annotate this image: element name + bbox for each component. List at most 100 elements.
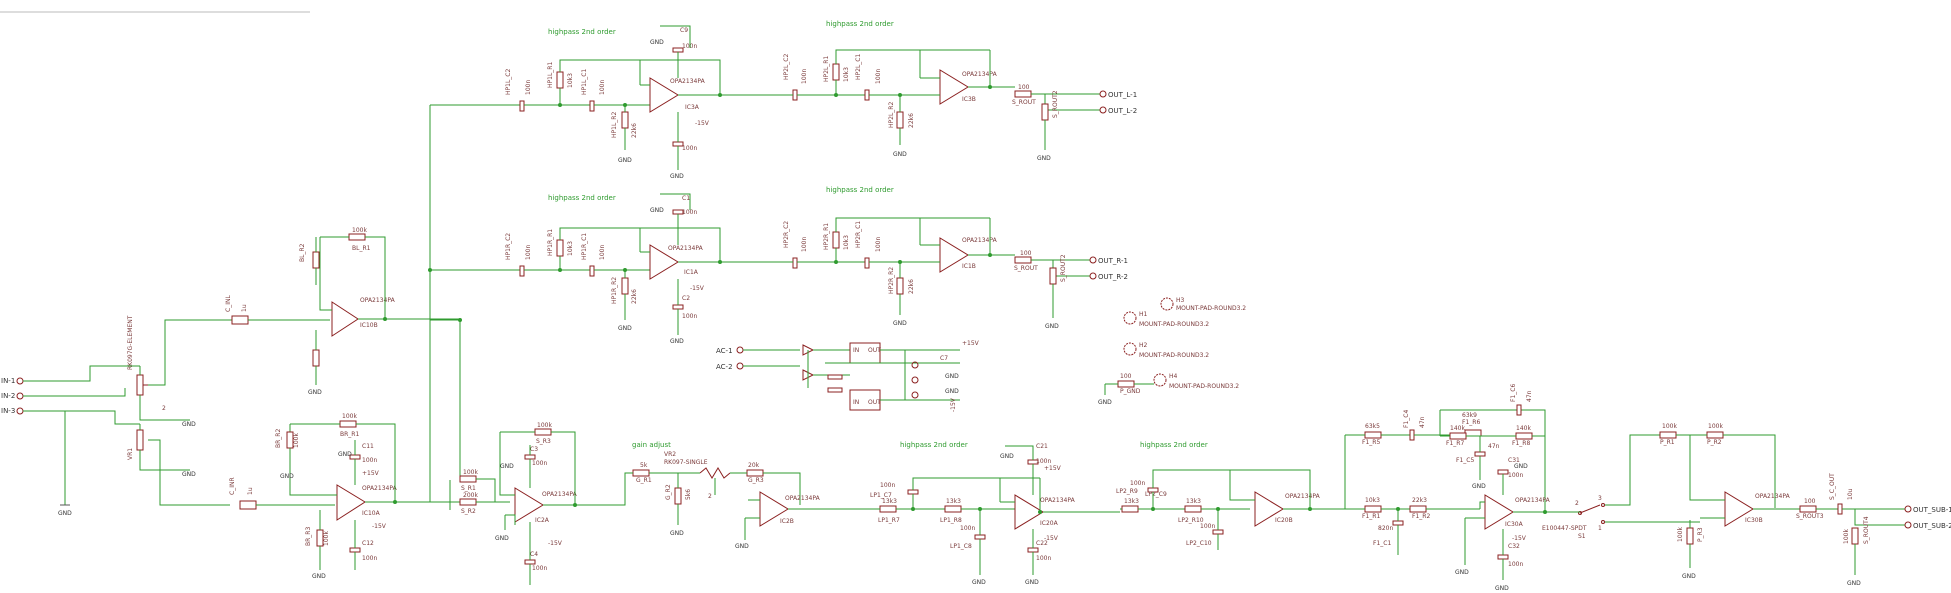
- cap-c12-icon: [349, 547, 361, 553]
- input-pin-1-icon[interactable]: [16, 377, 24, 385]
- svg-text:GND: GND: [972, 579, 986, 586]
- lowpass-stage-2: 13k3 LP2_R9 13k3 LP2_R10 100n LP2_C9 100…: [1116, 469, 1345, 550]
- input-pin-2-icon[interactable]: [16, 392, 24, 400]
- sum-stage: 100k S_R1 200k S_R2 OPA2134PA IC2A 100k …: [459, 422, 620, 585]
- svg-text:P_GND: P_GND: [1120, 388, 1141, 395]
- svg-text:100n: 100n: [1200, 523, 1215, 530]
- svg-text:GND: GND: [893, 151, 907, 158]
- svg-text:S_ROUT: S_ROUT: [1014, 265, 1038, 272]
- resistor-p-gnd-icon: [1117, 380, 1135, 388]
- svg-text:OPA2134PA: OPA2134PA: [962, 237, 998, 244]
- svg-text:22k3: 22k3: [1412, 497, 1427, 504]
- resistor-s-r3-icon: [534, 428, 552, 436]
- highpass-left-stage-2: HP2L_C2 100n HP2L_C1 100n HP2L_R1 10k3 H…: [775, 49, 1137, 162]
- svg-text:S_R3: S_R3: [536, 438, 551, 445]
- resistor-hp2r-r2-icon: [896, 277, 904, 295]
- cap-hp1r-c2-icon: [519, 265, 525, 277]
- svg-text:HP1R_R2: HP1R_R2: [611, 277, 618, 304]
- svg-text:LP2_C9: LP2_C9: [1145, 491, 1167, 498]
- svg-text:BR_R2: BR_R2: [275, 429, 282, 448]
- svg-text:C32: C32: [1508, 543, 1520, 550]
- cap-f1-c4-icon: [1409, 429, 1415, 441]
- svg-text:100k: 100k: [323, 531, 330, 546]
- resistor-bl-r3-icon: [312, 349, 320, 367]
- mount-pad-icon: [1123, 342, 1137, 356]
- output-sub1-pin-icon[interactable]: [1904, 505, 1912, 513]
- svg-text:G_R3: G_R3: [748, 477, 764, 484]
- svg-text:100n: 100n: [875, 69, 882, 84]
- output-l1-pin-icon[interactable]: [1099, 90, 1107, 98]
- svg-text:OPA2134PA: OPA2134PA: [362, 485, 398, 492]
- svg-text:OPA2134PA: OPA2134PA: [670, 78, 706, 85]
- svg-text:GND: GND: [338, 451, 352, 458]
- cap-c3-icon: [524, 454, 536, 460]
- opamp-ic2a-icon: [514, 487, 544, 523]
- svg-text:GND: GND: [1847, 580, 1861, 587]
- switch-icon[interactable]: [1579, 504, 1601, 514]
- svg-text:C7: C7: [940, 355, 948, 362]
- svg-text:5k: 5k: [640, 462, 648, 469]
- svg-text:IC1A: IC1A: [684, 269, 699, 276]
- svg-text:HP1L_C1: HP1L_C1: [581, 69, 588, 95]
- cap-lp1-c7-icon: [907, 489, 919, 495]
- svg-text:H3: H3: [1176, 297, 1185, 304]
- svg-text:100n: 100n: [875, 237, 882, 252]
- svg-text:S_ROUT2: S_ROUT2: [1052, 90, 1059, 118]
- output-sub2-pin-icon[interactable]: [1904, 521, 1912, 529]
- svg-text:RK097-SINGLE: RK097-SINGLE: [664, 459, 708, 466]
- svg-text:OPA2134PA: OPA2134PA: [1285, 493, 1321, 500]
- cap-c32-icon: [1497, 554, 1509, 560]
- svg-text:OPA2134PA: OPA2134PA: [542, 491, 578, 498]
- svg-text:H1: H1: [1139, 311, 1148, 318]
- opamp-ic2b-icon: [759, 491, 789, 527]
- svg-text:5k6: 5k6: [685, 489, 692, 500]
- svg-text:13k3: 13k3: [882, 498, 897, 505]
- svg-text:F1_R1: F1_R1: [1362, 513, 1380, 520]
- svg-text:LP1_C7: LP1_C7: [870, 492, 892, 499]
- cap-hp1l-c1-icon: [589, 100, 595, 112]
- svg-text:HP2R_R1: HP2R_R1: [823, 223, 830, 250]
- svg-text:OUT: OUT: [868, 399, 881, 406]
- ac-pin-2-icon[interactable]: [736, 362, 744, 370]
- svg-text:10k3: 10k3: [567, 73, 574, 88]
- pot-a-icon: [136, 374, 144, 396]
- svg-text:GND: GND: [1037, 155, 1051, 162]
- svg-text:100n: 100n: [525, 245, 532, 260]
- mount-pad-icon: [1123, 311, 1137, 325]
- ac-pin-1-icon[interactable]: [736, 346, 744, 354]
- svg-text:P_R3: P_R3: [1697, 527, 1704, 542]
- svg-text:100n: 100n: [682, 209, 697, 216]
- opamp-ic30b-icon: [1724, 491, 1754, 527]
- cap-hp1l-c2-icon: [519, 100, 525, 112]
- svg-text:S_R2: S_R2: [461, 508, 476, 515]
- resistor-s-rout-l-icon: [1014, 90, 1032, 98]
- svg-text:100k: 100k: [352, 227, 367, 234]
- svg-text:100n: 100n: [801, 69, 808, 84]
- svg-text:GND: GND: [1682, 573, 1696, 580]
- output-l2-label: OUT_L-2: [1108, 107, 1137, 115]
- svg-text:GND: GND: [618, 157, 632, 164]
- svg-text:-15V: -15V: [548, 540, 563, 547]
- opamp-ic30a-icon: [1484, 494, 1514, 530]
- svg-text:100k: 100k: [1843, 529, 1850, 544]
- output-r2-pin-icon[interactable]: [1089, 272, 1097, 280]
- output-r1-pin-icon[interactable]: [1089, 256, 1097, 264]
- input-connector: IN-1 IN-2 IN-3 GND: [1, 365, 140, 517]
- svg-text:IC20A: IC20A: [1040, 520, 1059, 527]
- output-l2-pin-icon[interactable]: [1099, 106, 1107, 114]
- cap-lp1-c8-icon: [974, 534, 986, 540]
- svg-text:GND: GND: [1495, 585, 1509, 592]
- input-pin-3-icon[interactable]: [16, 407, 24, 415]
- svg-text:C22: C22: [1036, 540, 1048, 547]
- opamp-ic20b-icon: [1254, 491, 1284, 527]
- svg-text:OPA2134PA: OPA2134PA: [1040, 497, 1076, 504]
- buffer-right: C_INR 1u OPA2134PA IC10A 100k BR_R1 BR_R…: [229, 413, 460, 580]
- switch-s1[interactable]: 2 3 1 E100447-SPDT S1: [1542, 434, 1700, 540]
- svg-text:10k3: 10k3: [1365, 497, 1380, 504]
- svg-text:LP2_R9: LP2_R9: [1116, 488, 1138, 495]
- cap-hp2r-c1-icon: [864, 257, 870, 269]
- svg-text:22k6: 22k6: [631, 289, 638, 304]
- svg-text:GND: GND: [893, 320, 907, 327]
- svg-text:C4: C4: [530, 551, 538, 558]
- power-supply: AC-1 AC-2 IN OUT IN OUT C7 +15V -15V GND…: [716, 340, 980, 412]
